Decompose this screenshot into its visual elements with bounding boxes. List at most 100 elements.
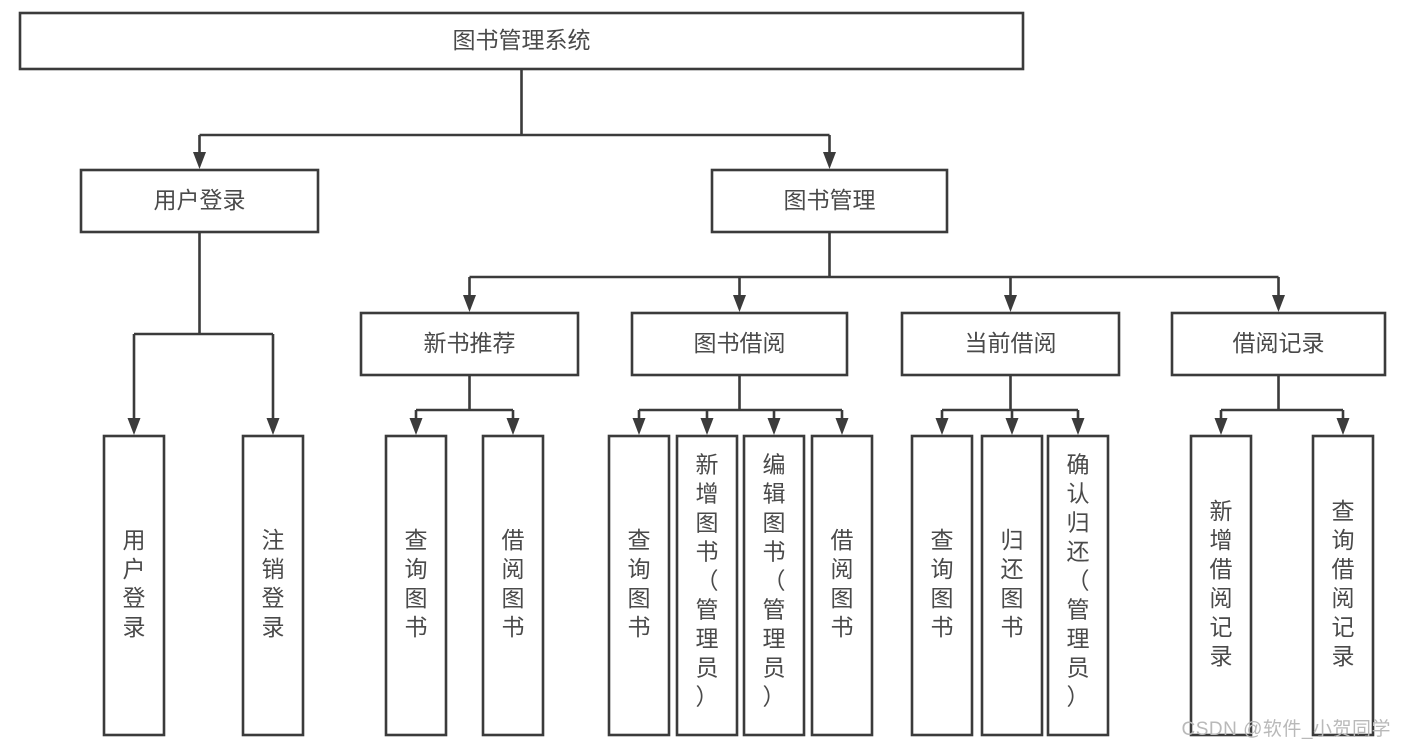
arrow-head-icon: [506, 418, 520, 435]
level3-node-label: 借阅记录: [1233, 330, 1325, 356]
level2-node-rect[interactable]: [79, 168, 320, 234]
connector-root-to-level2-0: [193, 135, 206, 169]
level3-node[interactable]: 当前借阅: [900, 311, 1121, 377]
leaf-node-label: 查询图书: [628, 527, 651, 640]
leaf-node-label: 归还图书: [1001, 527, 1024, 640]
arrow-head-icon: [733, 295, 746, 312]
connector-2-to-leaf-0: [935, 410, 949, 435]
leaf-node-label: 注销登录: [262, 527, 285, 640]
connector-manage-to-level3-2: [1004, 277, 1017, 312]
leaf-node-rect[interactable]: [102, 434, 166, 737]
leaf-node-rect[interactable]: [607, 434, 671, 737]
leaf-node-rect[interactable]: [810, 434, 874, 737]
connector-manage-to-level3-1: [733, 277, 746, 312]
connector-0-to-leaf-1: [506, 410, 520, 435]
arrow-head-icon: [935, 418, 949, 435]
connector-1-to-leaf-2: [767, 410, 781, 435]
leaf-node[interactable]: 借阅图书: [481, 434, 545, 737]
leaf-node[interactable]: 新增借阅记录: [1189, 434, 1253, 737]
leaf-node[interactable]: 确认归还（管理员）: [1046, 434, 1110, 737]
connector-login-to-leaf-1: [266, 334, 280, 435]
root-node-rect[interactable]: [18, 11, 1025, 71]
arrow-head-icon: [1214, 418, 1228, 435]
level3-node-label: 图书借阅: [694, 330, 786, 356]
connector-manage-to-level3-0: [463, 277, 476, 312]
arrow-head-icon: [767, 418, 781, 435]
leaf-node-rect[interactable]: [1046, 434, 1110, 737]
arrow-head-icon: [823, 152, 836, 169]
leaf-node[interactable]: 查询图书: [910, 434, 974, 737]
arrow-head-icon: [1071, 418, 1085, 435]
level3-node[interactable]: 借阅记录: [1170, 311, 1387, 377]
leaf-node[interactable]: 查询图书: [384, 434, 448, 737]
leaf-node[interactable]: 查询借阅记录: [1311, 434, 1375, 737]
level2-node[interactable]: 用户登录: [79, 168, 320, 234]
level2-node-label: 图书管理: [784, 187, 876, 213]
connector-3-to-leaf-1: [1336, 410, 1350, 435]
connector-manage-to-level3-3: [1272, 277, 1285, 312]
nodes-layer: 图书管理系统用户登录图书管理新书推荐图书借阅当前借阅借阅记录用户登录注销登录查询…: [18, 11, 1387, 737]
level2-node-rect[interactable]: [710, 168, 949, 234]
level3-node-label: 新书推荐: [424, 330, 516, 356]
leaf-node-rect[interactable]: [980, 434, 1044, 737]
arrow-head-icon: [127, 418, 141, 435]
arrow-head-icon: [835, 418, 849, 435]
connector-3-to-leaf-0: [1214, 410, 1228, 435]
level3-node-rect[interactable]: [630, 311, 849, 377]
arrow-head-icon: [1272, 295, 1285, 312]
connector-2-to-leaf-1: [1005, 410, 1019, 435]
level3-node[interactable]: 新书推荐: [359, 311, 580, 377]
leaf-node-label: 用户登录: [123, 527, 146, 640]
level3-node-label: 当前借阅: [965, 330, 1057, 356]
leaf-node-label: 编辑图书（管理员）: [763, 452, 786, 710]
arrow-head-icon: [1004, 295, 1017, 312]
leaf-node-rect[interactable]: [241, 434, 305, 737]
leaf-node-rect[interactable]: [481, 434, 545, 737]
leaf-node-label: 查询借阅记录: [1332, 498, 1355, 669]
arrow-head-icon: [1005, 418, 1019, 435]
root-node-label: 图书管理系统: [453, 27, 591, 53]
arrow-head-icon: [193, 152, 206, 169]
leaf-node[interactable]: 新增图书（管理员）: [675, 434, 739, 737]
arrow-head-icon: [463, 295, 476, 312]
leaf-node-label: 确认归还（管理员）: [1067, 452, 1090, 710]
leaf-node[interactable]: 编辑图书（管理员）: [742, 434, 806, 737]
connector-1-to-leaf-0: [632, 410, 646, 435]
leaf-node-rect[interactable]: [1189, 434, 1253, 737]
connectors-layer: [127, 69, 1350, 435]
level3-node-rect[interactable]: [1170, 311, 1387, 377]
leaf-node-rect[interactable]: [384, 434, 448, 737]
leaf-node-label: 查询图书: [405, 527, 428, 640]
level3-node[interactable]: 图书借阅: [630, 311, 849, 377]
leaf-node-label: 借阅图书: [831, 527, 854, 640]
leaf-node-label: 查询图书: [931, 527, 954, 640]
arrow-head-icon: [266, 418, 280, 435]
level3-node-rect[interactable]: [359, 311, 580, 377]
leaf-node-rect[interactable]: [910, 434, 974, 737]
leaf-node[interactable]: 注销登录: [241, 434, 305, 737]
leaf-node-label: 新增借阅记录: [1210, 498, 1233, 669]
connector-1-to-leaf-3: [835, 410, 849, 435]
connector-root-to-level2-1: [823, 135, 836, 169]
leaf-node[interactable]: 借阅图书: [810, 434, 874, 737]
leaf-node[interactable]: 查询图书: [607, 434, 671, 737]
level3-node-rect[interactable]: [900, 311, 1121, 377]
connector-1-to-leaf-1: [700, 410, 714, 435]
level2-node[interactable]: 图书管理: [710, 168, 949, 234]
leaf-node[interactable]: 用户登录: [102, 434, 166, 737]
connector-0-to-leaf-0: [409, 410, 423, 435]
leaf-node-label: 新增图书（管理员）: [696, 452, 719, 710]
root-node[interactable]: 图书管理系统: [18, 11, 1025, 71]
leaf-node-rect[interactable]: [742, 434, 806, 737]
arrow-head-icon: [700, 418, 714, 435]
leaf-node[interactable]: 归还图书: [980, 434, 1044, 737]
connector-2-to-leaf-2: [1071, 410, 1085, 435]
leaf-node-rect[interactable]: [1311, 434, 1375, 737]
leaf-node-label: 借阅图书: [502, 527, 525, 640]
level2-node-label: 用户登录: [154, 187, 246, 213]
leaf-node-rect[interactable]: [675, 434, 739, 737]
connector-login-to-leaf-0: [127, 334, 141, 435]
arrow-head-icon: [1336, 418, 1350, 435]
